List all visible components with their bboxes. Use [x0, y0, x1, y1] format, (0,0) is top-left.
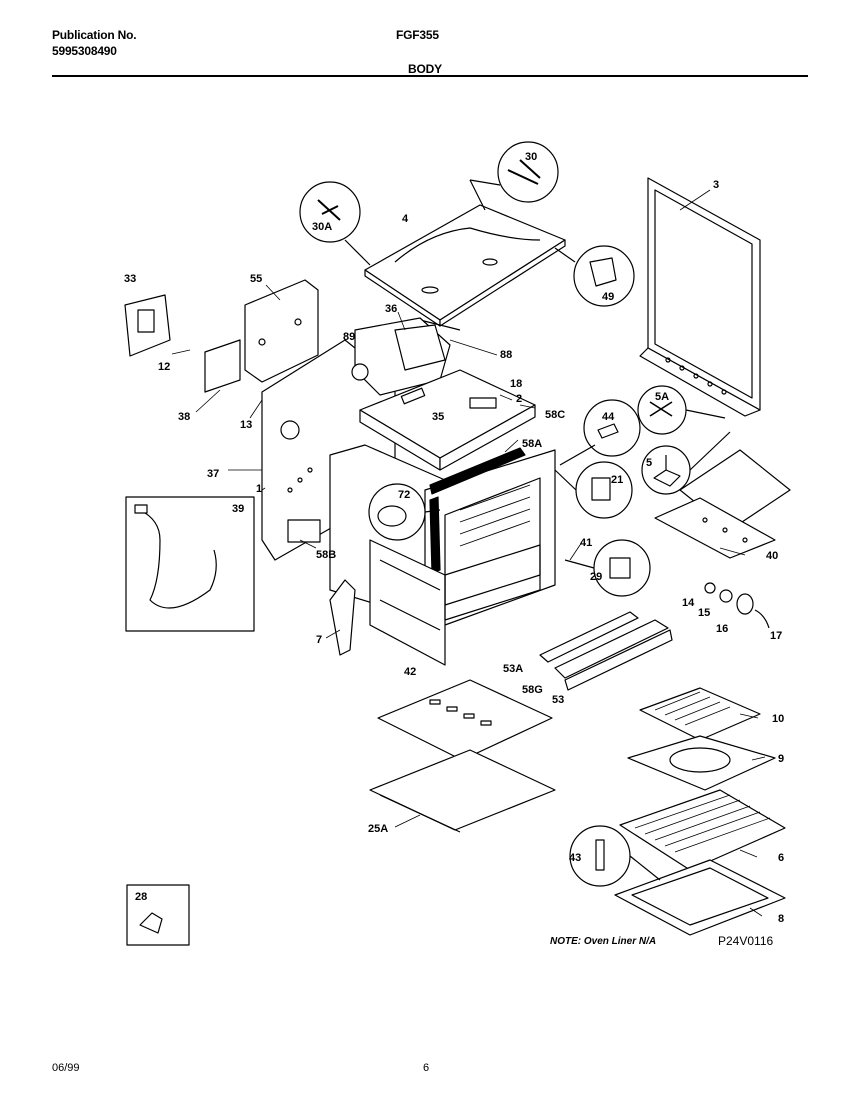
leg-part-7: [329, 579, 356, 656]
label-8: 8: [778, 913, 784, 925]
label-10: 10: [772, 713, 784, 725]
callout-43: [569, 825, 661, 887]
label-16: 16: [716, 623, 728, 635]
label-7: 7: [316, 634, 322, 646]
label-1: 1: [256, 483, 262, 495]
label-55: 55: [250, 273, 262, 285]
side-panel-55: [204, 279, 319, 393]
callout-49: [554, 245, 635, 307]
label-89: 89: [343, 331, 355, 343]
label-14: 14: [682, 597, 695, 609]
box-28: [126, 884, 190, 946]
label-40: 40: [766, 550, 778, 562]
label-36: 36: [385, 303, 397, 315]
label-15: 15: [698, 607, 710, 619]
callout-30: [469, 141, 559, 211]
callout-5a: [637, 385, 726, 435]
label-3: 3: [713, 179, 719, 191]
broiler-tray-40: [654, 449, 791, 559]
label-17: 17: [770, 630, 782, 642]
junction-box-33: [124, 294, 171, 357]
drawer-panel-42: [377, 679, 553, 761]
footer-page-number: 6: [423, 1062, 430, 1074]
section-title: BODY: [408, 62, 442, 76]
label-30a: 30A: [312, 221, 332, 233]
callout-30a: [299, 181, 371, 266]
label-58c: 58C: [545, 409, 565, 421]
label-5: 5: [646, 457, 652, 469]
footer-date: 06/99: [52, 1062, 80, 1074]
broiler-pan: [627, 735, 776, 791]
callout-21: [554, 461, 633, 519]
label-58a: 58A: [522, 438, 542, 450]
label-2: 2: [516, 393, 522, 405]
label-13: 13: [240, 419, 252, 431]
cooktop-part: [359, 369, 536, 471]
base-frame: [369, 539, 541, 666]
model-number: FGF355: [396, 28, 439, 42]
callout-44: [559, 399, 641, 466]
cord-box-39: [125, 496, 255, 632]
knob-assembly: [704, 582, 770, 629]
label-4: 4: [402, 213, 409, 225]
callout-5: [641, 431, 731, 495]
drawer-bottom-25a: [369, 749, 556, 833]
cabinet-side-1: [261, 339, 396, 561]
broiler-pan-insert: [639, 687, 761, 741]
label-5a: 5A: [655, 391, 669, 403]
part-labels: 30 30A 4 3 49 33 55 36 89 88 12 18 2 58C…: [124, 151, 784, 925]
publication-label: Publication No.: [52, 28, 137, 42]
label-58b: 58B: [316, 549, 336, 561]
oven-rack: [619, 789, 786, 871]
publication-number: 5995308490: [52, 44, 117, 58]
oven-bottom: [614, 859, 786, 936]
label-9: 9: [778, 753, 784, 765]
label-42: 42: [404, 666, 416, 678]
label-44: 44: [602, 411, 615, 423]
top-panel-part: [364, 204, 566, 331]
label-18: 18: [510, 378, 522, 390]
burner-box-36: [351, 317, 451, 396]
label-41: 41: [580, 537, 592, 549]
label-21: 21: [611, 474, 623, 486]
label-72: 72: [398, 489, 410, 501]
callout-72: [368, 483, 441, 541]
label-39: 39: [232, 503, 244, 515]
label-38: 38: [178, 411, 190, 423]
label-33: 33: [124, 273, 136, 285]
back-panel-part: [639, 177, 761, 417]
label-28: 28: [135, 891, 147, 903]
label-30: 30: [525, 151, 537, 163]
label-43: 43: [569, 852, 581, 864]
callout-29: [564, 539, 651, 597]
label-53a: 53A: [503, 663, 523, 675]
label-6: 6: [778, 852, 784, 864]
label-12: 12: [158, 361, 170, 373]
label-88: 88: [500, 349, 512, 361]
leader-lines: [171, 189, 766, 917]
drawer-rails: [539, 611, 673, 691]
header-rule: [52, 75, 808, 77]
label-49: 49: [602, 291, 614, 303]
label-53: 53: [552, 694, 564, 706]
label-25a: 25A: [368, 823, 388, 835]
label-58g: 58G: [522, 684, 543, 696]
label-29: 29: [590, 571, 602, 583]
oven-liner-note: NOTE: Oven Liner N/A: [550, 936, 657, 947]
diagram-code: P24V0116: [718, 934, 774, 948]
label-37: 37: [207, 468, 219, 480]
label-35: 35: [432, 411, 444, 423]
